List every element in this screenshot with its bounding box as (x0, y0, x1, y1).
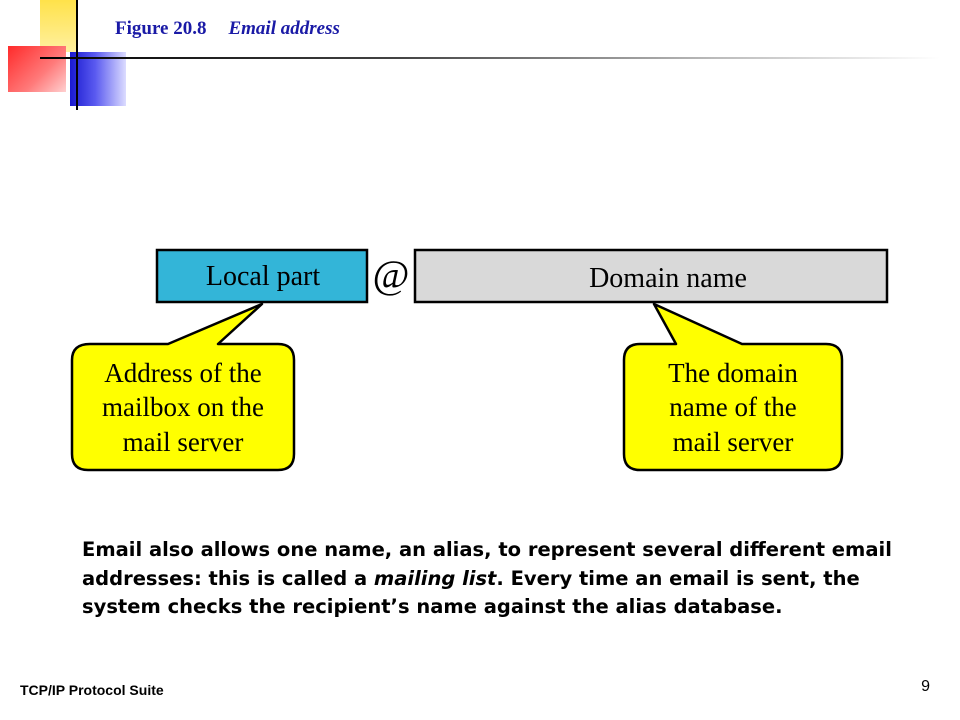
local-part-label: Local part (206, 261, 320, 292)
domain-callout-line-1: The domain (668, 358, 798, 388)
figure-title: Figure 20.8 Email address (115, 18, 340, 40)
decorative-horizontal-line (40, 57, 940, 59)
domain-name-box (413, 248, 889, 304)
local-part-box (155, 248, 369, 304)
decorative-yellow-block (40, 0, 78, 52)
body-text-after: . Every time an email is sent, the syste… (82, 566, 860, 619)
domain-name-label: Domain name (589, 263, 747, 294)
domain-callout-line-2: name of the (669, 392, 796, 422)
local-callout-line-2: mailbox on the (102, 392, 264, 422)
footer-suite-name: TCP/IP Protocol Suite (20, 682, 164, 698)
body-text-before: Email also allows one name, an alias, to… (82, 538, 892, 590)
domain-name-callout (622, 302, 844, 472)
decorative-red-block (8, 46, 66, 92)
at-symbol: @ (373, 252, 410, 297)
figure-caption: Email address (228, 18, 340, 39)
body-paragraph: Email also allows one name, an alias, to… (82, 536, 902, 622)
local-callout-line-1: Address of the (104, 358, 261, 388)
domain-callout-line-3: mail server (673, 427, 794, 457)
figure-number: Figure 20.8 (115, 18, 207, 39)
local-callout-line-3: mail server (123, 427, 244, 457)
decorative-vertical-line (76, 0, 78, 110)
local-part-callout (70, 302, 296, 472)
decorative-blue-block (70, 52, 126, 106)
page-number: 9 (921, 678, 930, 695)
body-text-emphasis: mailing list (373, 566, 497, 590)
